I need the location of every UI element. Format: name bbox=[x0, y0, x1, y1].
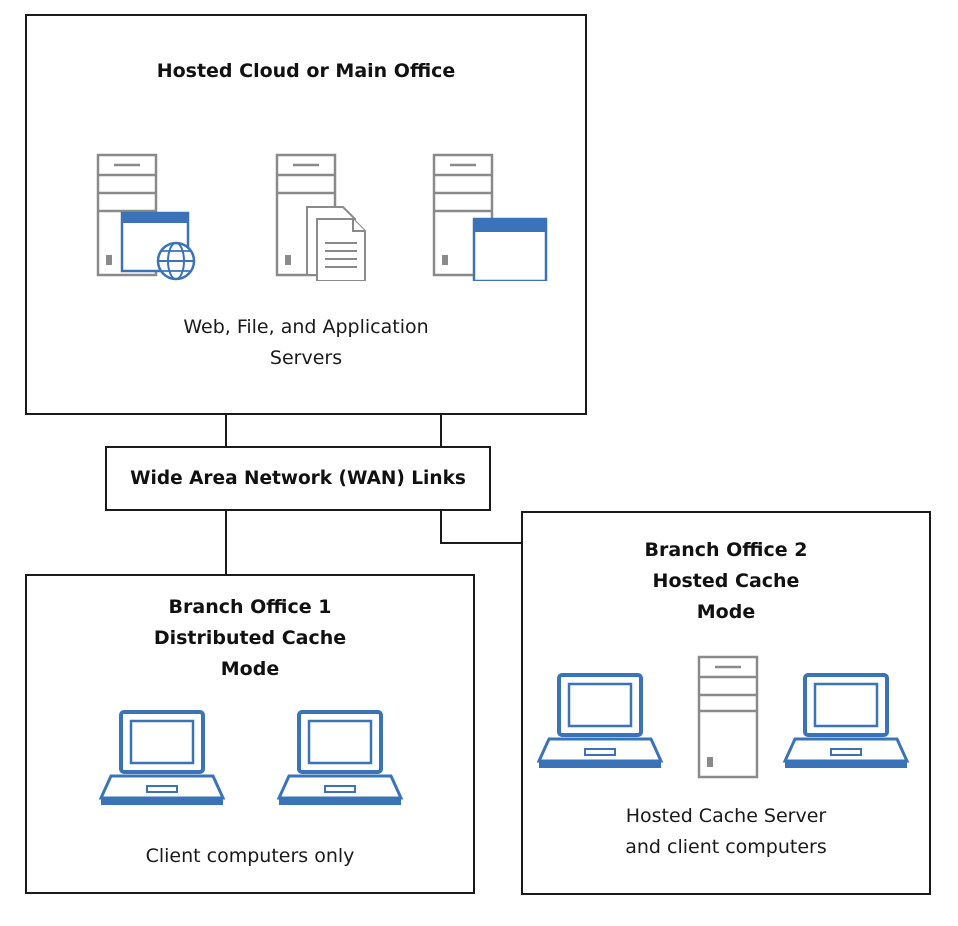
laptop-icon bbox=[782, 673, 910, 768]
web-server-icon bbox=[96, 153, 196, 281]
wan-label: Wide Area Network (WAN) Links bbox=[130, 468, 466, 489]
branch-office-2-box: Branch Office 2 Hosted Cache Mode Hosted… bbox=[521, 511, 931, 895]
branch-office-1-caption: Client computers only bbox=[145, 845, 355, 867]
laptop-icon bbox=[536, 673, 664, 768]
application-server-icon bbox=[432, 153, 548, 281]
laptop-icon bbox=[98, 710, 226, 805]
branch-office-2-caption: Hosted Cache Server and client computers bbox=[625, 805, 827, 858]
connector-wan-branch2 bbox=[440, 510, 522, 544]
branch-office-1-title: Branch Office 1 Distributed Cache Mode bbox=[153, 596, 347, 680]
main-office-caption: Web, File, and Application Servers bbox=[183, 316, 429, 369]
laptop-icon bbox=[276, 710, 404, 805]
main-office-title: Hosted Cloud or Main Office bbox=[156, 60, 456, 82]
branch-office-2-title: Branch Office 2 Hosted Cache Mode bbox=[644, 539, 808, 623]
file-server-icon bbox=[275, 153, 366, 281]
wan-box: Wide Area Network (WAN) Links bbox=[105, 446, 491, 511]
main-office-box: Hosted Cloud or Main Office bbox=[25, 14, 587, 415]
branch-office-1-box: Branch Office 1 Distributed Cache Mode C… bbox=[25, 574, 475, 894]
server-icon bbox=[697, 655, 759, 779]
